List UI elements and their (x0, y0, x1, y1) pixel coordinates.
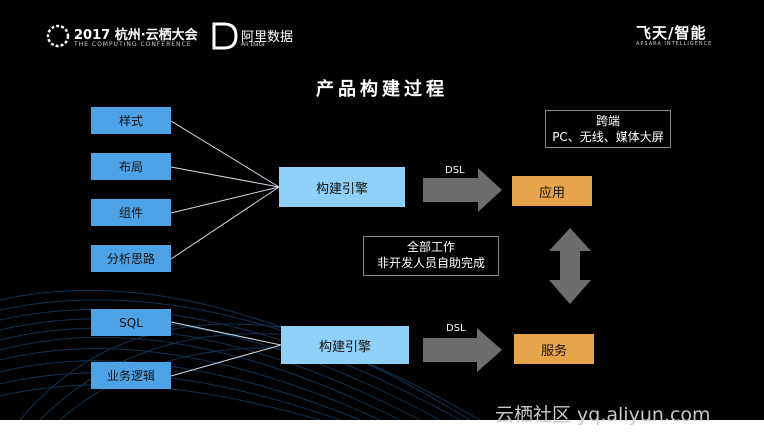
crossend-note: 跨端 PC、无线、媒体大屏 (545, 110, 671, 148)
crossend-detail: PC、无线、媒体大屏 (552, 130, 664, 144)
connector-line (170, 166, 280, 188)
dsl-label-top: DSL (445, 165, 465, 176)
category-box-layout: 布局 (91, 153, 171, 180)
build-engine-bottom: 构建引擎 (281, 326, 409, 364)
center-note-line1: 全部工作 (406, 240, 455, 254)
diagram-title: 产品构建过程 (316, 79, 448, 100)
conference-logo-icon (46, 24, 70, 48)
brand-logo: 飞天/智能 (636, 24, 707, 42)
connector-line (170, 321, 282, 346)
dsl-arrow-top (423, 168, 502, 212)
output-service: 服务 (514, 334, 594, 364)
category-box-style: 样式 (91, 107, 171, 134)
source-box-business-logic: 业务逻辑 (91, 362, 171, 389)
dsl-label-bottom: DSL (446, 323, 466, 334)
bidirectional-arrow (549, 228, 591, 304)
slide-canvas: 2017 杭州·云栖大会 THE COMPUTING CONFERENCE 阿里… (0, 0, 764, 420)
output-application: 应用 (512, 176, 592, 206)
background-arcs (0, 22, 591, 420)
dsl-arrow-bottom (423, 328, 502, 372)
build-engine-top: 构建引擎 (279, 167, 405, 207)
category-box-component: 组件 (91, 199, 171, 226)
connector-line (170, 186, 280, 214)
connector-line (170, 120, 280, 188)
category-box-analysis: 分析思路 (91, 245, 171, 272)
connector-line (170, 344, 282, 377)
source-box-sql: SQL (91, 309, 171, 336)
connector-line (170, 186, 280, 260)
watermark: 云栖社区 yq.aliyun.com (495, 404, 711, 426)
conference-title: 2017 杭州·云栖大会 (74, 28, 198, 43)
center-note: 全部工作 非开发人员自助完成 (363, 236, 499, 276)
conference-subtitle: THE COMPUTING CONFERENCE (74, 41, 192, 48)
ali-data-subtitle: Ali Data (241, 41, 265, 48)
brand-subtitle: APSARA INTELLIGENCE (636, 41, 713, 47)
crossend-title: 跨端 (595, 114, 620, 128)
center-note-line2: 非开发人员自助完成 (376, 256, 485, 270)
ali-data-logo-icon (212, 22, 238, 50)
ali-data-title: 阿里数据 (241, 30, 294, 45)
